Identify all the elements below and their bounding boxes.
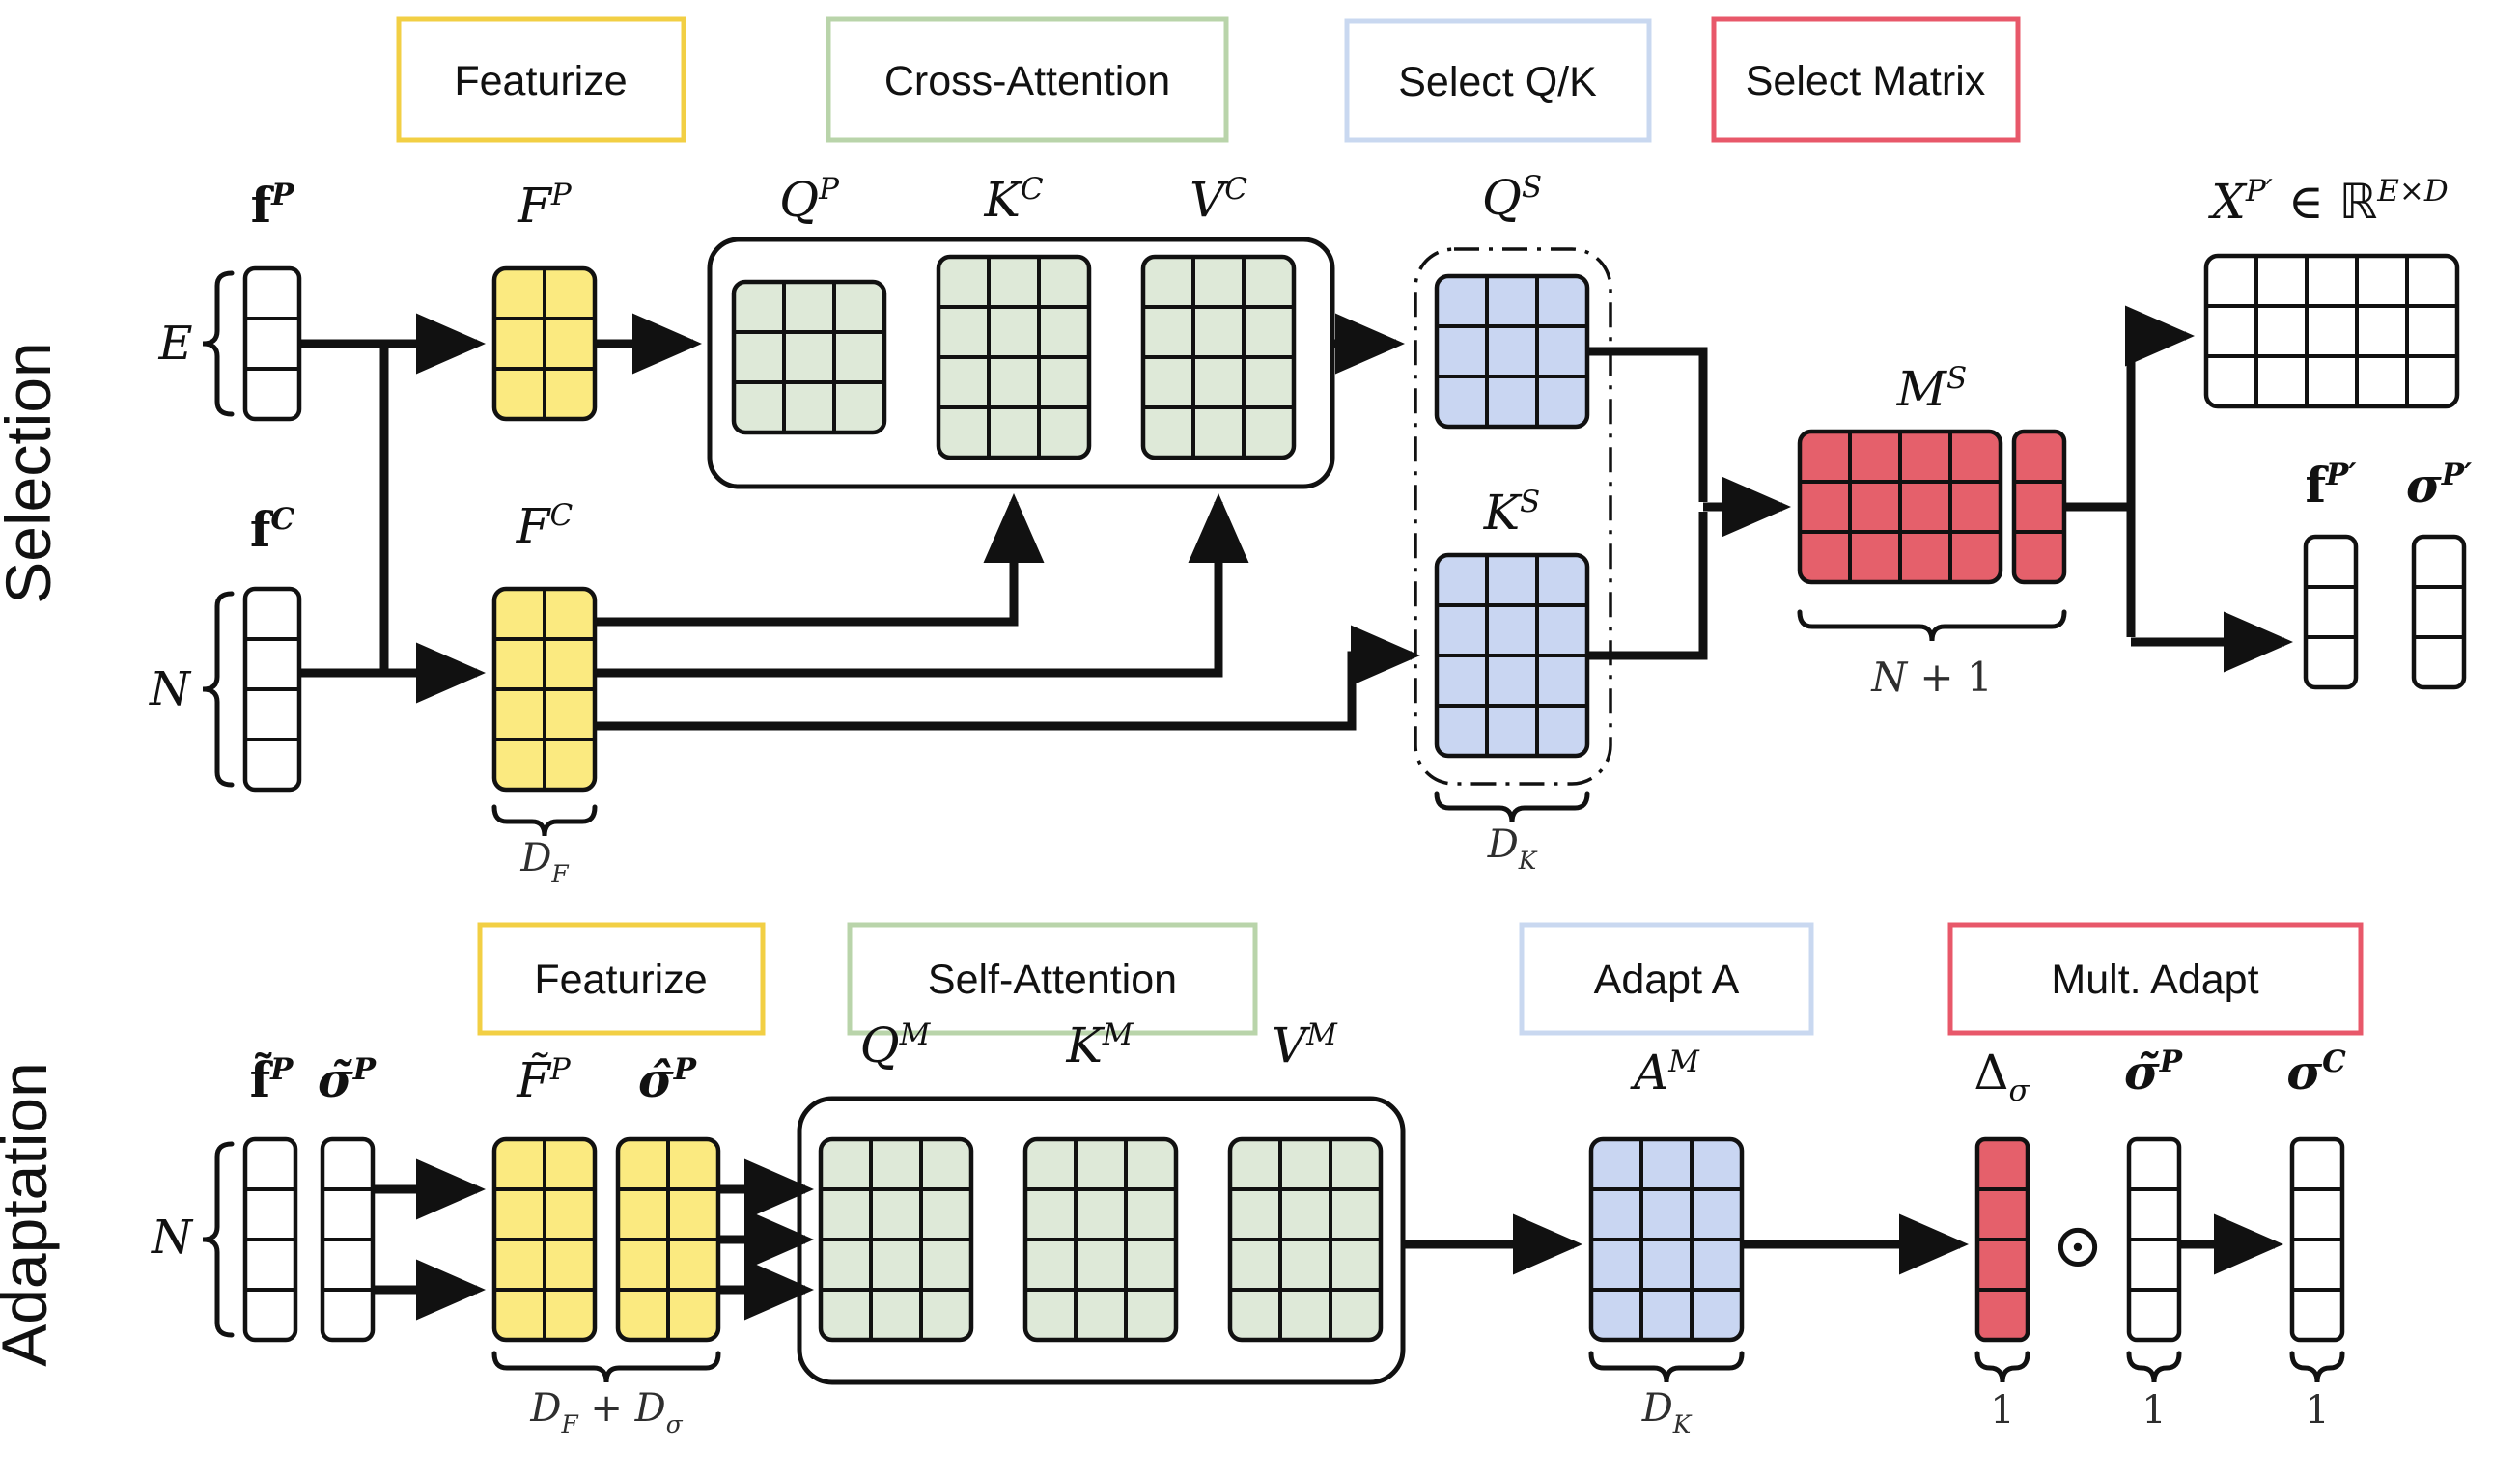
matrix-fP — [242, 265, 302, 422]
arrow-FC-to-KC — [597, 493, 1045, 627]
box-mult-adapt: Mult. Adapt — [1947, 922, 2364, 1036]
matrix-FtP — [491, 1136, 598, 1343]
matrix-KC — [936, 254, 1092, 460]
matrix-ftP — [242, 1136, 298, 1343]
label-one-sC: 1 — [2305, 1388, 2329, 1433]
label-FC: FC — [516, 498, 574, 554]
label-VM: VM — [1272, 1017, 1338, 1073]
matrix-FP — [491, 265, 598, 422]
label-KC: KC — [983, 172, 1043, 228]
label-fC: fC — [250, 501, 295, 558]
label-DK-selection: DK — [1487, 822, 1538, 875]
label-shP: σ̂P — [638, 1051, 698, 1108]
label-KS: KS — [1483, 485, 1541, 541]
matrix-XP — [2203, 253, 2460, 409]
label-fP-out: fP′ — [2306, 457, 2357, 514]
label-sP-out: σP′ — [2406, 457, 2472, 514]
matrix-delta-sigma — [1974, 1136, 2030, 1343]
brace-DF-plus-Dsigma — [491, 1351, 721, 1383]
label-DF: DF — [519, 836, 569, 888]
label-FP: FP — [517, 178, 573, 234]
label-fP: fP — [251, 177, 296, 234]
label-N-selection: N — [149, 662, 192, 716]
label-KM: KM — [1065, 1017, 1134, 1073]
matrix-stP — [320, 1136, 376, 1343]
matrix-KM — [1022, 1136, 1179, 1343]
label-VC: VC — [1190, 172, 1247, 228]
connector-QS-out — [1589, 347, 1708, 502]
matrix-AM — [1588, 1136, 1745, 1343]
label-MS: MS — [1896, 361, 1967, 417]
brace-DK-selection — [1434, 791, 1590, 823]
label-N-adaptation: N — [151, 1211, 194, 1265]
matrix-fC — [242, 586, 302, 793]
label-one-delta: 1 — [1990, 1388, 2014, 1433]
box-featurize-selection-label: Featurize — [454, 58, 627, 104]
label-sC: σC — [2286, 1044, 2346, 1101]
row-title-adaptation: Adaptation — [0, 1062, 60, 1367]
connector-KS-out — [1589, 512, 1708, 660]
matrix-FC — [491, 586, 598, 793]
label-E: E — [157, 317, 192, 371]
matrix-MS-extra-column — [2011, 429, 2067, 585]
label-DK-adaptation: DK — [1641, 1386, 1693, 1438]
matrix-VM — [1227, 1136, 1384, 1343]
matrix-MS — [1797, 429, 2003, 585]
brace-one-sC — [2289, 1351, 2345, 1383]
odot-operator: ⊙ — [2052, 1211, 2104, 1282]
label-AM: AM — [1630, 1045, 1700, 1101]
matrix-VC — [1140, 254, 1297, 460]
box-featurize-selection: Featurize — [396, 16, 686, 143]
arrow-FC-to-VC — [597, 493, 1249, 678]
label-FtP: F̃P — [516, 1051, 572, 1108]
box-featurize-adaptation: Featurize — [477, 922, 766, 1036]
box-select-matrix: Select Matrix — [1711, 16, 2021, 143]
label-QM: QM — [860, 1017, 932, 1073]
label-delta-sigma: Δσ — [1974, 1045, 2030, 1108]
box-featurize-adaptation-label: Featurize — [534, 957, 707, 1003]
brace-one-delta — [1974, 1351, 2030, 1383]
matrix-stP-out — [2126, 1136, 2182, 1343]
brace-N-adaptation — [202, 1141, 235, 1338]
box-self-attention-label: Self-Attention — [928, 957, 1177, 1003]
brace-one-sigma — [2126, 1351, 2182, 1383]
brace-E — [202, 270, 235, 417]
brace-DK-adaptation — [1588, 1351, 1745, 1383]
box-select-matrix-label: Select Matrix — [1746, 58, 1986, 104]
box-cross-attention: Cross-Attention — [826, 16, 1229, 143]
row-title-selection: Selection — [0, 342, 64, 604]
brace-N-plus-1 — [1797, 609, 2067, 642]
matrix-fP-out — [2303, 534, 2359, 690]
label-DF-plus-Dsigma: DF + Dσ — [529, 1386, 683, 1438]
brace-DF — [491, 804, 598, 837]
box-select-qk: Select Q/K — [1344, 18, 1652, 143]
arrow-FC-to-KS — [597, 625, 1420, 731]
matrix-QP — [731, 279, 887, 435]
matrix-QS — [1434, 273, 1590, 430]
label-XP: XP′ ∈ ℝE×D — [2207, 174, 2449, 230]
label-QS: QS — [1482, 170, 1542, 226]
box-adapt-a: Adapt A — [1519, 922, 1814, 1036]
box-self-attention: Self-Attention — [847, 922, 1258, 1036]
box-cross-attention-label: Cross-Attention — [884, 58, 1170, 104]
matrix-shP — [615, 1136, 721, 1343]
brace-N-selection — [202, 591, 235, 788]
label-ftP: f̃P — [250, 1051, 295, 1108]
matrix-sP-out — [2411, 534, 2467, 690]
box-select-qk-label: Select Q/K — [1398, 59, 1597, 105]
box-mult-adapt-label: Mult. Adapt — [2051, 957, 2258, 1003]
label-QP: QP — [779, 172, 840, 228]
matrix-QM — [818, 1136, 974, 1343]
label-N-plus-1: N + 1 — [1870, 654, 1992, 701]
label-one-sigma: 1 — [2142, 1388, 2166, 1433]
box-adapt-a-label: Adapt A — [1594, 957, 1740, 1003]
label-stP-out: σ̃P — [2124, 1044, 2184, 1101]
label-stP: σ̃P — [318, 1051, 378, 1108]
matrix-sC — [2289, 1136, 2345, 1343]
matrix-KS — [1434, 552, 1590, 759]
